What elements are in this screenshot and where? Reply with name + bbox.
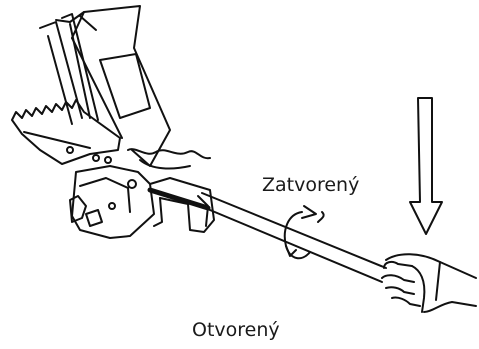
closed-direction-label: Zatvorený <box>262 176 359 195</box>
push-down-arrow-icon <box>410 98 442 234</box>
hand-icon <box>382 254 476 312</box>
jack-handle-rod <box>198 193 386 282</box>
jack-lift-arm <box>12 100 120 164</box>
open-direction-label: Otvorený <box>192 321 280 340</box>
